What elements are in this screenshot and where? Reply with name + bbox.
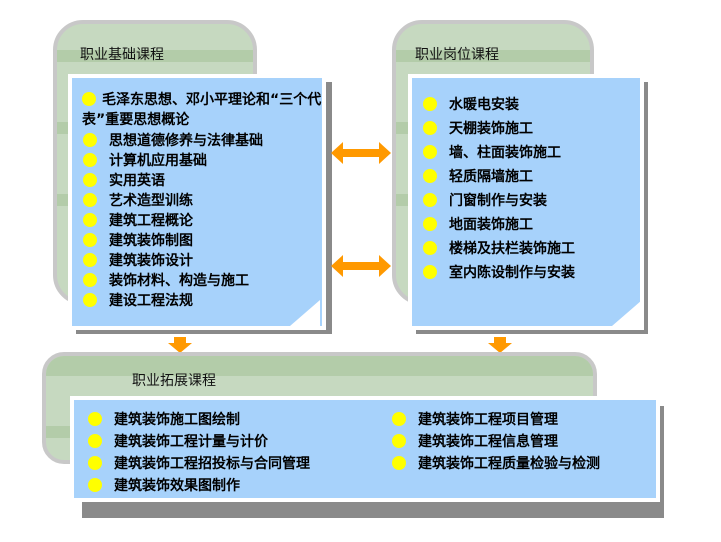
course-item: 地面装饰施工 (423, 212, 575, 236)
course-item: 建筑工程概论 (83, 210, 263, 230)
double-arrow-icon (331, 142, 391, 164)
double-arrow-icon (331, 255, 391, 277)
course-item: 装饰材料、构造与施工 (83, 270, 263, 290)
bullet-icon (423, 193, 437, 207)
basic-courses-note (68, 74, 326, 330)
course-item: 建筑装饰设计 (83, 250, 263, 270)
basic-courses-title: 职业基础课程 (80, 47, 164, 63)
bullet-icon (83, 213, 97, 227)
bullet-icon (392, 434, 406, 448)
bullet-icon (423, 97, 437, 111)
bullet-icon (83, 253, 97, 267)
position-courses-title: 职业岗位课程 (415, 47, 499, 63)
course-item: 建筑装饰施工图绘制 (88, 408, 310, 430)
course-item: 建筑装饰工程质量检验与检测 (392, 452, 600, 474)
course-item: 建设工程法规 (83, 290, 263, 310)
bullet-icon (83, 153, 97, 167)
down-arrow-icon (168, 337, 192, 353)
course-item: 建筑装饰工程招投标与合同管理 (88, 452, 310, 474)
bullet-icon (88, 412, 102, 426)
course-item: 建筑装饰工程项目管理 (392, 408, 600, 430)
course-item: 轻质隔墙施工 (423, 164, 575, 188)
course-item: 建筑装饰效果图制作 (88, 474, 310, 496)
bullet-icon (423, 265, 437, 279)
bullet-icon (423, 169, 437, 183)
course-item: 思想道德修养与法律基础 (83, 130, 263, 150)
course-item: 楼梯及扶栏装饰施工 (423, 236, 575, 260)
bullet-icon (392, 456, 406, 470)
position-course-list: 水暖电安装 天棚装饰施工 墙、柱面装饰施工 轻质隔墙施工 门窗制作与安装 地面装… (423, 92, 575, 284)
course-item: 毛泽东思想、邓小平理论和“三个代表”重要思想概论 (82, 92, 322, 128)
bullet-icon (82, 92, 96, 106)
course-item: 墙、柱面装饰施工 (423, 140, 575, 164)
course-item: 建筑装饰工程计量与计价 (88, 430, 310, 452)
extension-courses-note (70, 396, 660, 502)
position-courses-note (408, 74, 644, 330)
course-item: 门窗制作与安装 (423, 188, 575, 212)
bullet-icon (83, 173, 97, 187)
bullet-icon (83, 233, 97, 247)
down-arrow-icon (488, 337, 512, 353)
bullet-icon (83, 273, 97, 287)
bullet-icon (88, 434, 102, 448)
bullet-icon (88, 456, 102, 470)
extension-course-list-right: 建筑装饰工程项目管理 建筑装饰工程信息管理 建筑装饰工程质量检验与检测 (392, 408, 600, 474)
course-item: 计算机应用基础 (83, 150, 263, 170)
course-item: 艺术造型训练 (83, 190, 263, 210)
extension-course-list-left: 建筑装饰施工图绘制 建筑装饰工程计量与计价 建筑装饰工程招投标与合同管理 建筑装… (88, 408, 310, 496)
bullet-icon (392, 412, 406, 426)
page-curl (290, 300, 320, 326)
bullet-icon (423, 121, 437, 135)
page-curl (612, 300, 642, 326)
basic-first-item: 毛泽东思想、邓小平理论和“三个代表”重要思想概论 (82, 90, 322, 130)
course-item: 建筑装饰制图 (83, 230, 263, 250)
bullet-icon (88, 478, 102, 492)
bullet-icon (83, 193, 97, 207)
bullet-icon (423, 145, 437, 159)
course-item: 水暖电安装 (423, 92, 575, 116)
bullet-icon (83, 293, 97, 307)
course-item: 建筑装饰工程信息管理 (392, 430, 600, 452)
course-item: 室内陈设制作与安装 (423, 260, 575, 284)
bullet-icon (423, 217, 437, 231)
course-item: 实用英语 (83, 170, 263, 190)
bullet-icon (83, 133, 97, 147)
bullet-icon (423, 241, 437, 255)
basic-course-list: 思想道德修养与法律基础 计算机应用基础 实用英语 艺术造型训练 建筑工程概论 建… (83, 130, 263, 310)
course-item: 天棚装饰施工 (423, 116, 575, 140)
extension-courses-title: 职业拓展课程 (132, 373, 216, 389)
